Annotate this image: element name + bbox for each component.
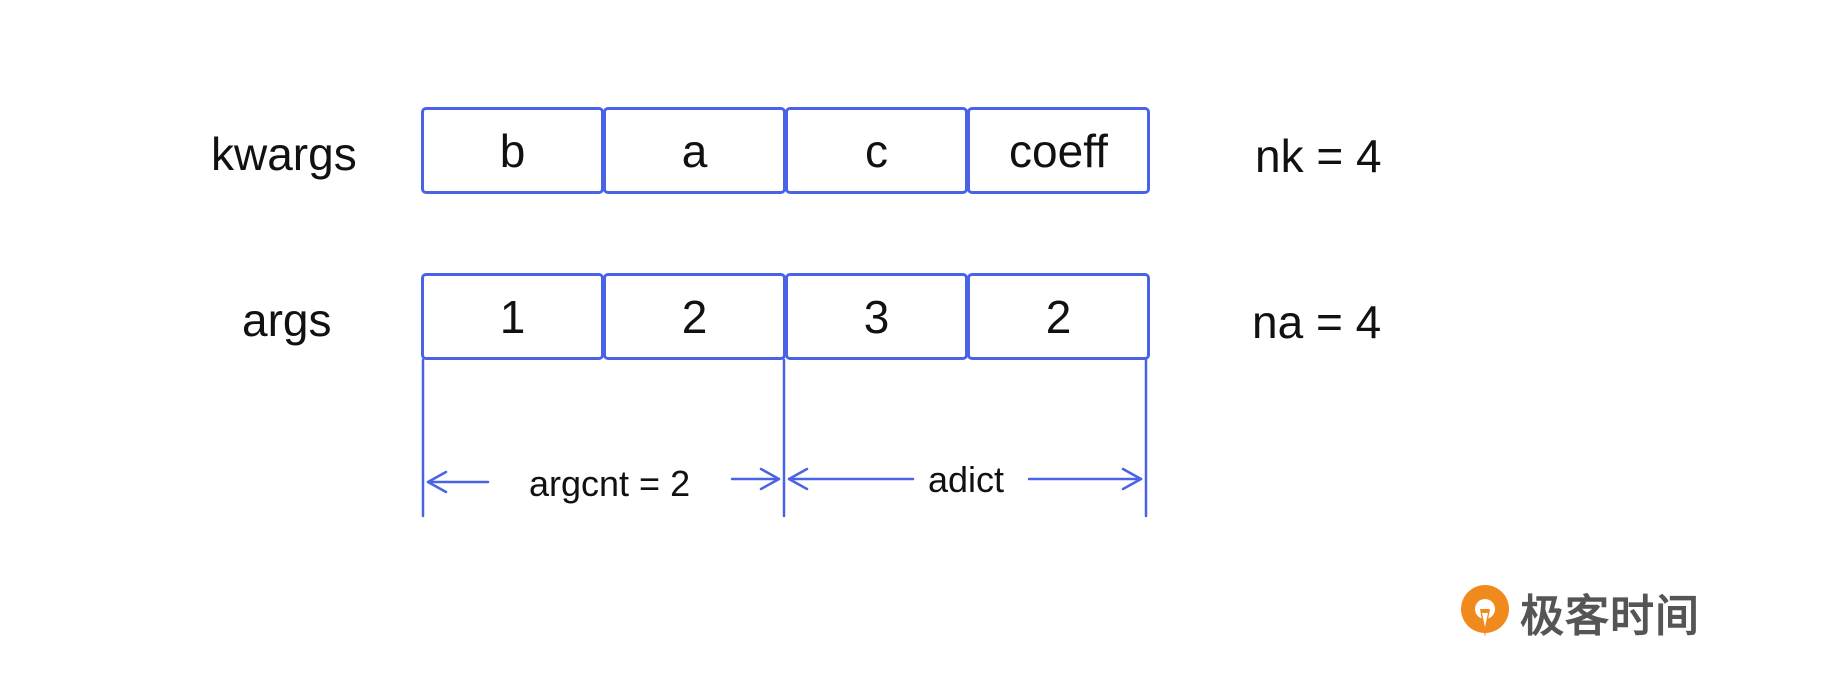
brand-logo: 极客时间 <box>1458 580 1700 644</box>
argcnt-span-label: argcnt = 2 <box>523 466 697 502</box>
kwargs-cell-coeff: coeff <box>967 107 1150 194</box>
adict-span-label: adict <box>922 462 1011 498</box>
kwargs-cell-c: c <box>785 107 968 194</box>
args-cell-text: 3 <box>863 290 890 343</box>
kwargs-cell-text: b <box>499 124 526 177</box>
args-cell-2: 2 <box>603 273 786 360</box>
args-cell-4: 2 <box>967 273 1150 360</box>
kwargs-cell-text: a <box>681 124 708 177</box>
args-cell-text: 1 <box>499 290 526 343</box>
adict-left-arrow-head <box>787 467 809 491</box>
args-cell-text: 2 <box>681 290 708 343</box>
kwargs-cell-b: b <box>421 107 604 194</box>
kwargs-label: kwargs <box>211 128 357 180</box>
args-label: args <box>242 294 332 346</box>
kwargs-cell-a: a <box>603 107 786 194</box>
argcnt-left-arrow-head <box>426 470 448 494</box>
args-cell-3: 3 <box>785 273 968 360</box>
kwargs-cell-text: coeff <box>1009 124 1108 177</box>
brand-mark-icon <box>1461 585 1509 637</box>
brand-text: 极客时间 <box>1520 591 1700 642</box>
argcnt-right-arrow-head <box>759 467 781 491</box>
args-cell-text: 2 <box>1045 290 1072 343</box>
args-cell-1: 1 <box>421 273 604 360</box>
adict-right-arrow-head <box>1121 467 1143 491</box>
kwargs-cell-text: c <box>865 124 888 177</box>
nk-count: nk = 4 <box>1255 130 1382 182</box>
na-count: na = 4 <box>1252 296 1382 348</box>
